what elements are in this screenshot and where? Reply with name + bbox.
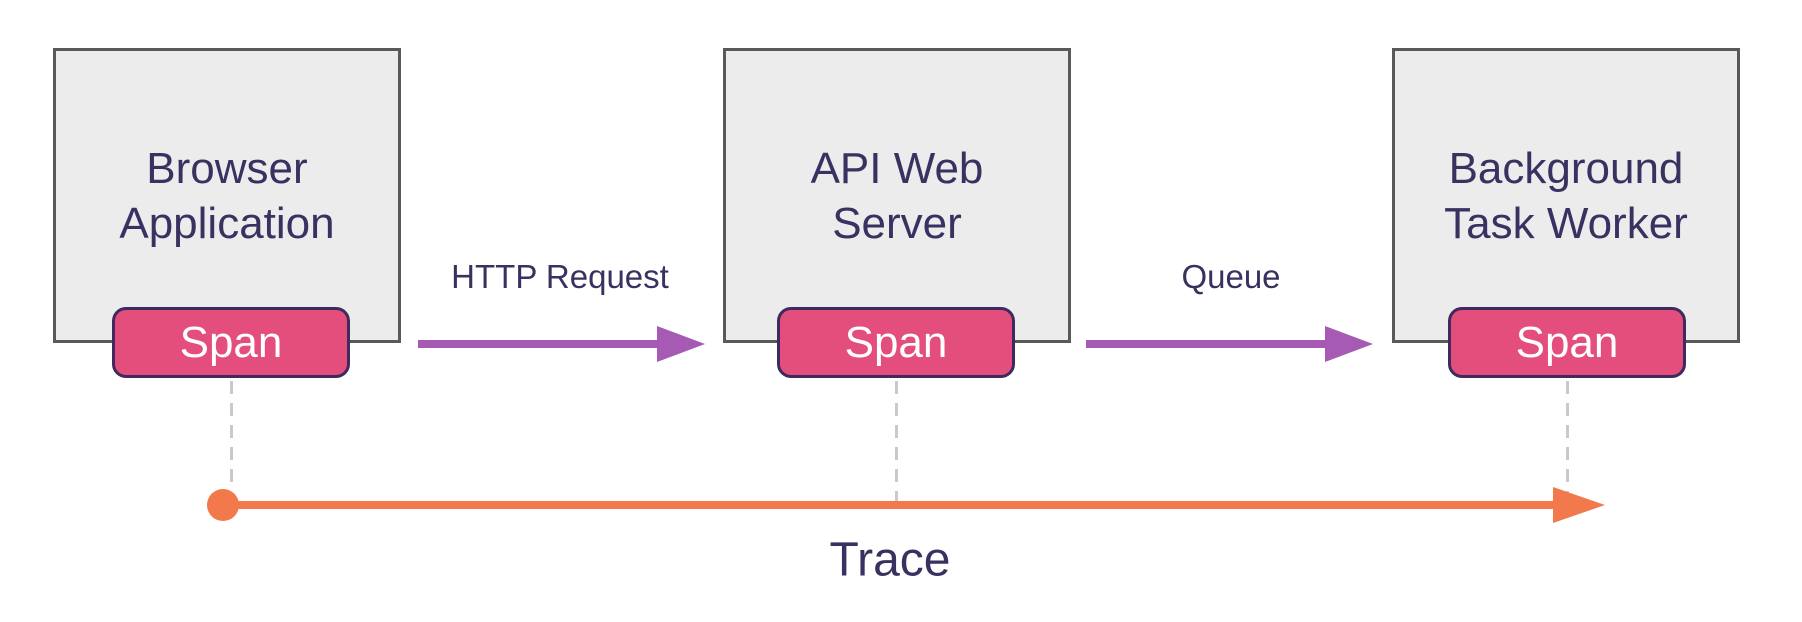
span-label-api: Span xyxy=(844,317,948,367)
trace-timeline xyxy=(223,501,1559,509)
edge-label-queue: Queue xyxy=(1181,258,1281,295)
trace-label: Trace xyxy=(829,533,951,587)
node-browser-application: Browser Application xyxy=(53,48,401,343)
node-background-task-worker: Background Task Worker xyxy=(1392,48,1740,343)
span-label-browser: Span xyxy=(179,317,283,367)
arrow-queue-line xyxy=(1086,340,1328,348)
node-title-background-task-worker: Background Task Worker xyxy=(1444,143,1688,248)
span-badge-api: Span xyxy=(777,307,1015,378)
span-badge-worker: Span xyxy=(1448,307,1686,378)
arrow-http-request-line xyxy=(418,340,660,348)
node-api-web-server: API Web Server xyxy=(723,48,1071,343)
arrow-queue-arrowhead-icon xyxy=(1325,326,1373,362)
trace-arrowhead-icon xyxy=(1553,487,1605,523)
node-title-browser-application: Browser Application xyxy=(119,143,335,248)
span-trace-connector-2 xyxy=(895,381,898,505)
node-title-api-web-server: API Web Server xyxy=(810,143,984,248)
span-trace-connector-3 xyxy=(1566,381,1569,497)
edge-label-http-request: HTTP Request xyxy=(451,258,669,295)
span-badge-browser: Span xyxy=(112,307,350,378)
span-label-worker: Span xyxy=(1515,317,1619,367)
span-trace-connector-1 xyxy=(230,381,233,489)
arrow-http-request-arrowhead-icon xyxy=(657,326,705,362)
